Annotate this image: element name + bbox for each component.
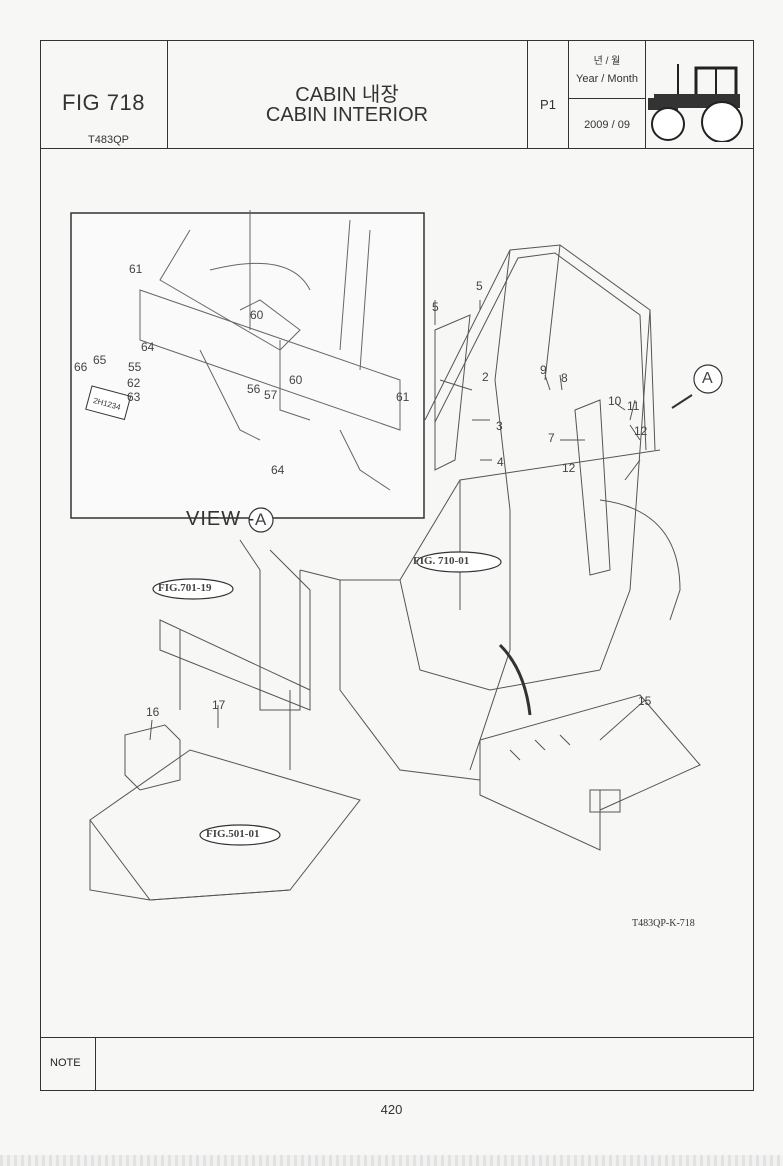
part-number: 57 xyxy=(264,388,278,402)
part-number: 8 xyxy=(561,371,568,385)
part-number: 64 xyxy=(271,463,285,477)
part-number: 65 xyxy=(93,353,107,367)
part-number: 12 xyxy=(562,461,576,475)
title-block xyxy=(40,40,754,149)
part-number: 16 xyxy=(146,705,160,719)
part-number: 7 xyxy=(548,431,555,445)
callout-marker-a: A xyxy=(702,370,713,387)
part-number: 5 xyxy=(432,300,439,314)
note-label: NOTE xyxy=(50,1057,81,1069)
view-label: VIEW - xyxy=(186,508,256,530)
part-number: 64 xyxy=(141,340,155,354)
fig-number: FIG 718 xyxy=(62,90,145,115)
license-plate: 2H1234 xyxy=(85,385,132,421)
part-number: 2 xyxy=(482,370,489,384)
model-code: T483QP xyxy=(88,134,129,146)
year-month-label-en: Year / Month xyxy=(576,73,638,85)
part-number: 15 xyxy=(638,694,652,708)
note-box xyxy=(40,1037,754,1091)
view-marker: A xyxy=(255,510,267,529)
page-number: 420 xyxy=(380,1102,403,1117)
sheet-border xyxy=(40,40,754,1091)
part-number: 3 xyxy=(496,419,503,433)
part-number: 17 xyxy=(212,698,226,712)
part-number: 4 xyxy=(497,455,504,469)
revision-date: 2009 / 09 xyxy=(584,119,630,131)
year-month-label-ko: 년 / 월 xyxy=(593,56,621,67)
view-a-inset xyxy=(70,212,425,519)
part-number: 11 xyxy=(627,399,640,413)
title-english: CABIN INTERIOR xyxy=(265,104,429,126)
part-number: 61 xyxy=(129,262,143,276)
part-number: 10 xyxy=(608,394,622,408)
scan-artifact xyxy=(0,1155,783,1166)
part-number: 61 xyxy=(396,390,410,404)
part-number: 60 xyxy=(250,308,264,322)
fig-ref-501-01: FIG.501-01 xyxy=(206,828,260,840)
cabin-interior-drawing: 2H1234 xyxy=(70,210,723,901)
fig-ref-701-19: FIG.701-19 xyxy=(158,582,212,594)
part-number: 5 xyxy=(476,279,483,293)
part-number: 56 xyxy=(247,382,261,396)
part-number: 60 xyxy=(289,373,303,387)
title-korean: CABIN 내장 xyxy=(295,84,399,106)
fig-ref-710-01: FIG. 710-01 xyxy=(413,555,470,567)
part-number: 62 xyxy=(127,376,141,390)
part-number: 63 xyxy=(127,390,141,404)
part-number: 66 xyxy=(74,360,88,374)
page-id: P1 xyxy=(540,97,556,112)
part-number: 12 xyxy=(634,424,648,438)
drawing-code: T483QP-K-718 xyxy=(632,918,695,929)
part-number: 9 xyxy=(540,363,547,377)
part-number: 55 xyxy=(128,360,142,374)
tractor-icon xyxy=(648,64,743,142)
